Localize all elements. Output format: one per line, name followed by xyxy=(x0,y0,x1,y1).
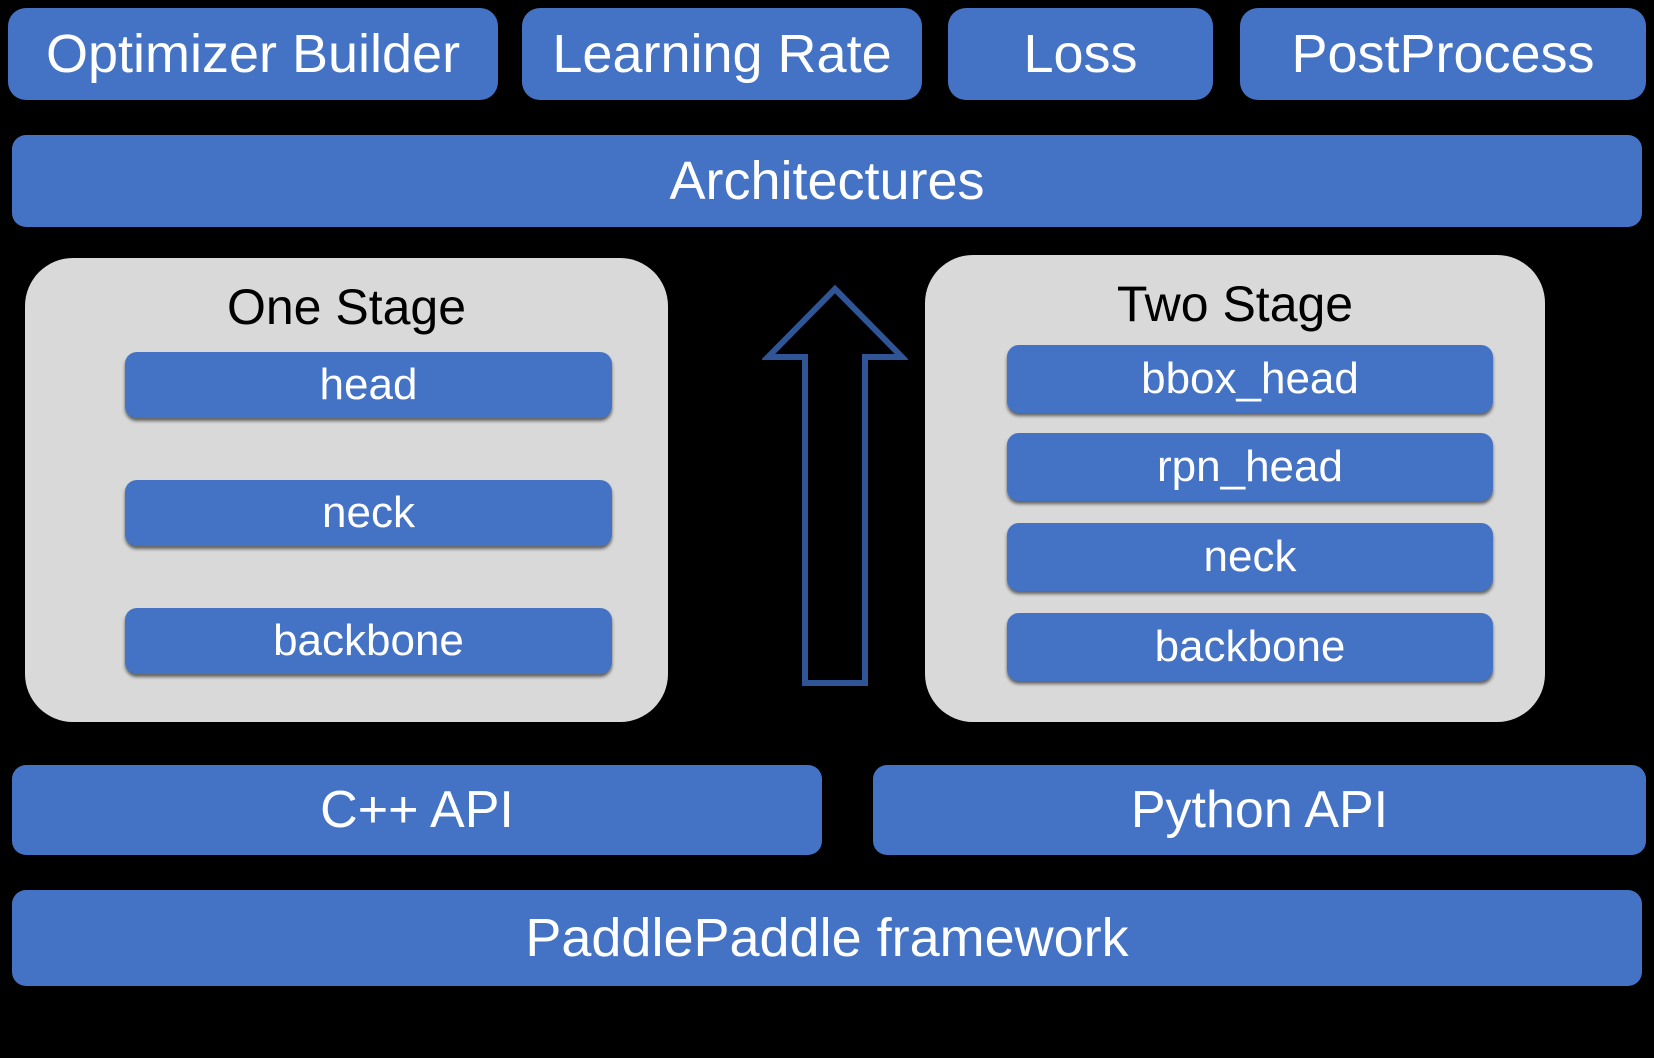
module-label: rpn_head xyxy=(1157,441,1343,491)
chip-label: Loss xyxy=(1023,23,1138,84)
chip-label: Learning Rate xyxy=(552,23,892,84)
panel-two-stage: Two Stage bbox_head rpn_head neck backbo… xyxy=(925,255,1545,722)
chip-learning-rate[interactable]: Learning Rate xyxy=(522,8,922,100)
two-stage-title: Two Stage xyxy=(1116,276,1354,332)
chip-loss[interactable]: Loss xyxy=(948,8,1213,100)
two-stage-module-bbox-head[interactable]: bbox_head xyxy=(1007,345,1493,413)
architectures-label: Architectures xyxy=(669,150,985,211)
api-box-python[interactable]: Python API xyxy=(873,765,1646,855)
module-label: bbox_head xyxy=(1141,353,1359,403)
chip-postprocess[interactable]: PostProcess xyxy=(1240,8,1646,100)
architectures-band[interactable]: Architectures xyxy=(12,135,1642,227)
two-stage-module-neck[interactable]: neck xyxy=(1007,523,1493,591)
panel-one-stage: One Stage head neck backbone xyxy=(25,258,668,722)
chip-optimizer-builder[interactable]: Optimizer Builder xyxy=(8,8,498,100)
module-label: head xyxy=(319,359,418,409)
one-stage-module-head[interactable]: head xyxy=(125,352,612,418)
api-label: C++ API xyxy=(320,780,514,839)
module-label: backbone xyxy=(1154,621,1346,671)
framework-label: PaddlePaddle framework xyxy=(525,907,1129,968)
module-label: backbone xyxy=(273,615,464,665)
arrow-up-icon xyxy=(762,284,908,686)
api-label: Python API xyxy=(1130,780,1389,839)
one-stage-title: One Stage xyxy=(226,279,467,335)
one-stage-module-backbone[interactable]: backbone xyxy=(125,608,612,674)
chip-label: PostProcess xyxy=(1291,23,1595,84)
chip-label: Optimizer Builder xyxy=(45,23,461,84)
module-label: neck xyxy=(322,487,415,537)
two-stage-module-backbone[interactable]: backbone xyxy=(1007,613,1493,681)
module-label: neck xyxy=(1203,531,1297,581)
two-stage-module-rpn-head[interactable]: rpn_head xyxy=(1007,433,1493,501)
api-box-cpp[interactable]: C++ API xyxy=(12,765,822,855)
framework-band[interactable]: PaddlePaddle framework xyxy=(12,890,1642,986)
one-stage-module-neck[interactable]: neck xyxy=(125,480,612,546)
